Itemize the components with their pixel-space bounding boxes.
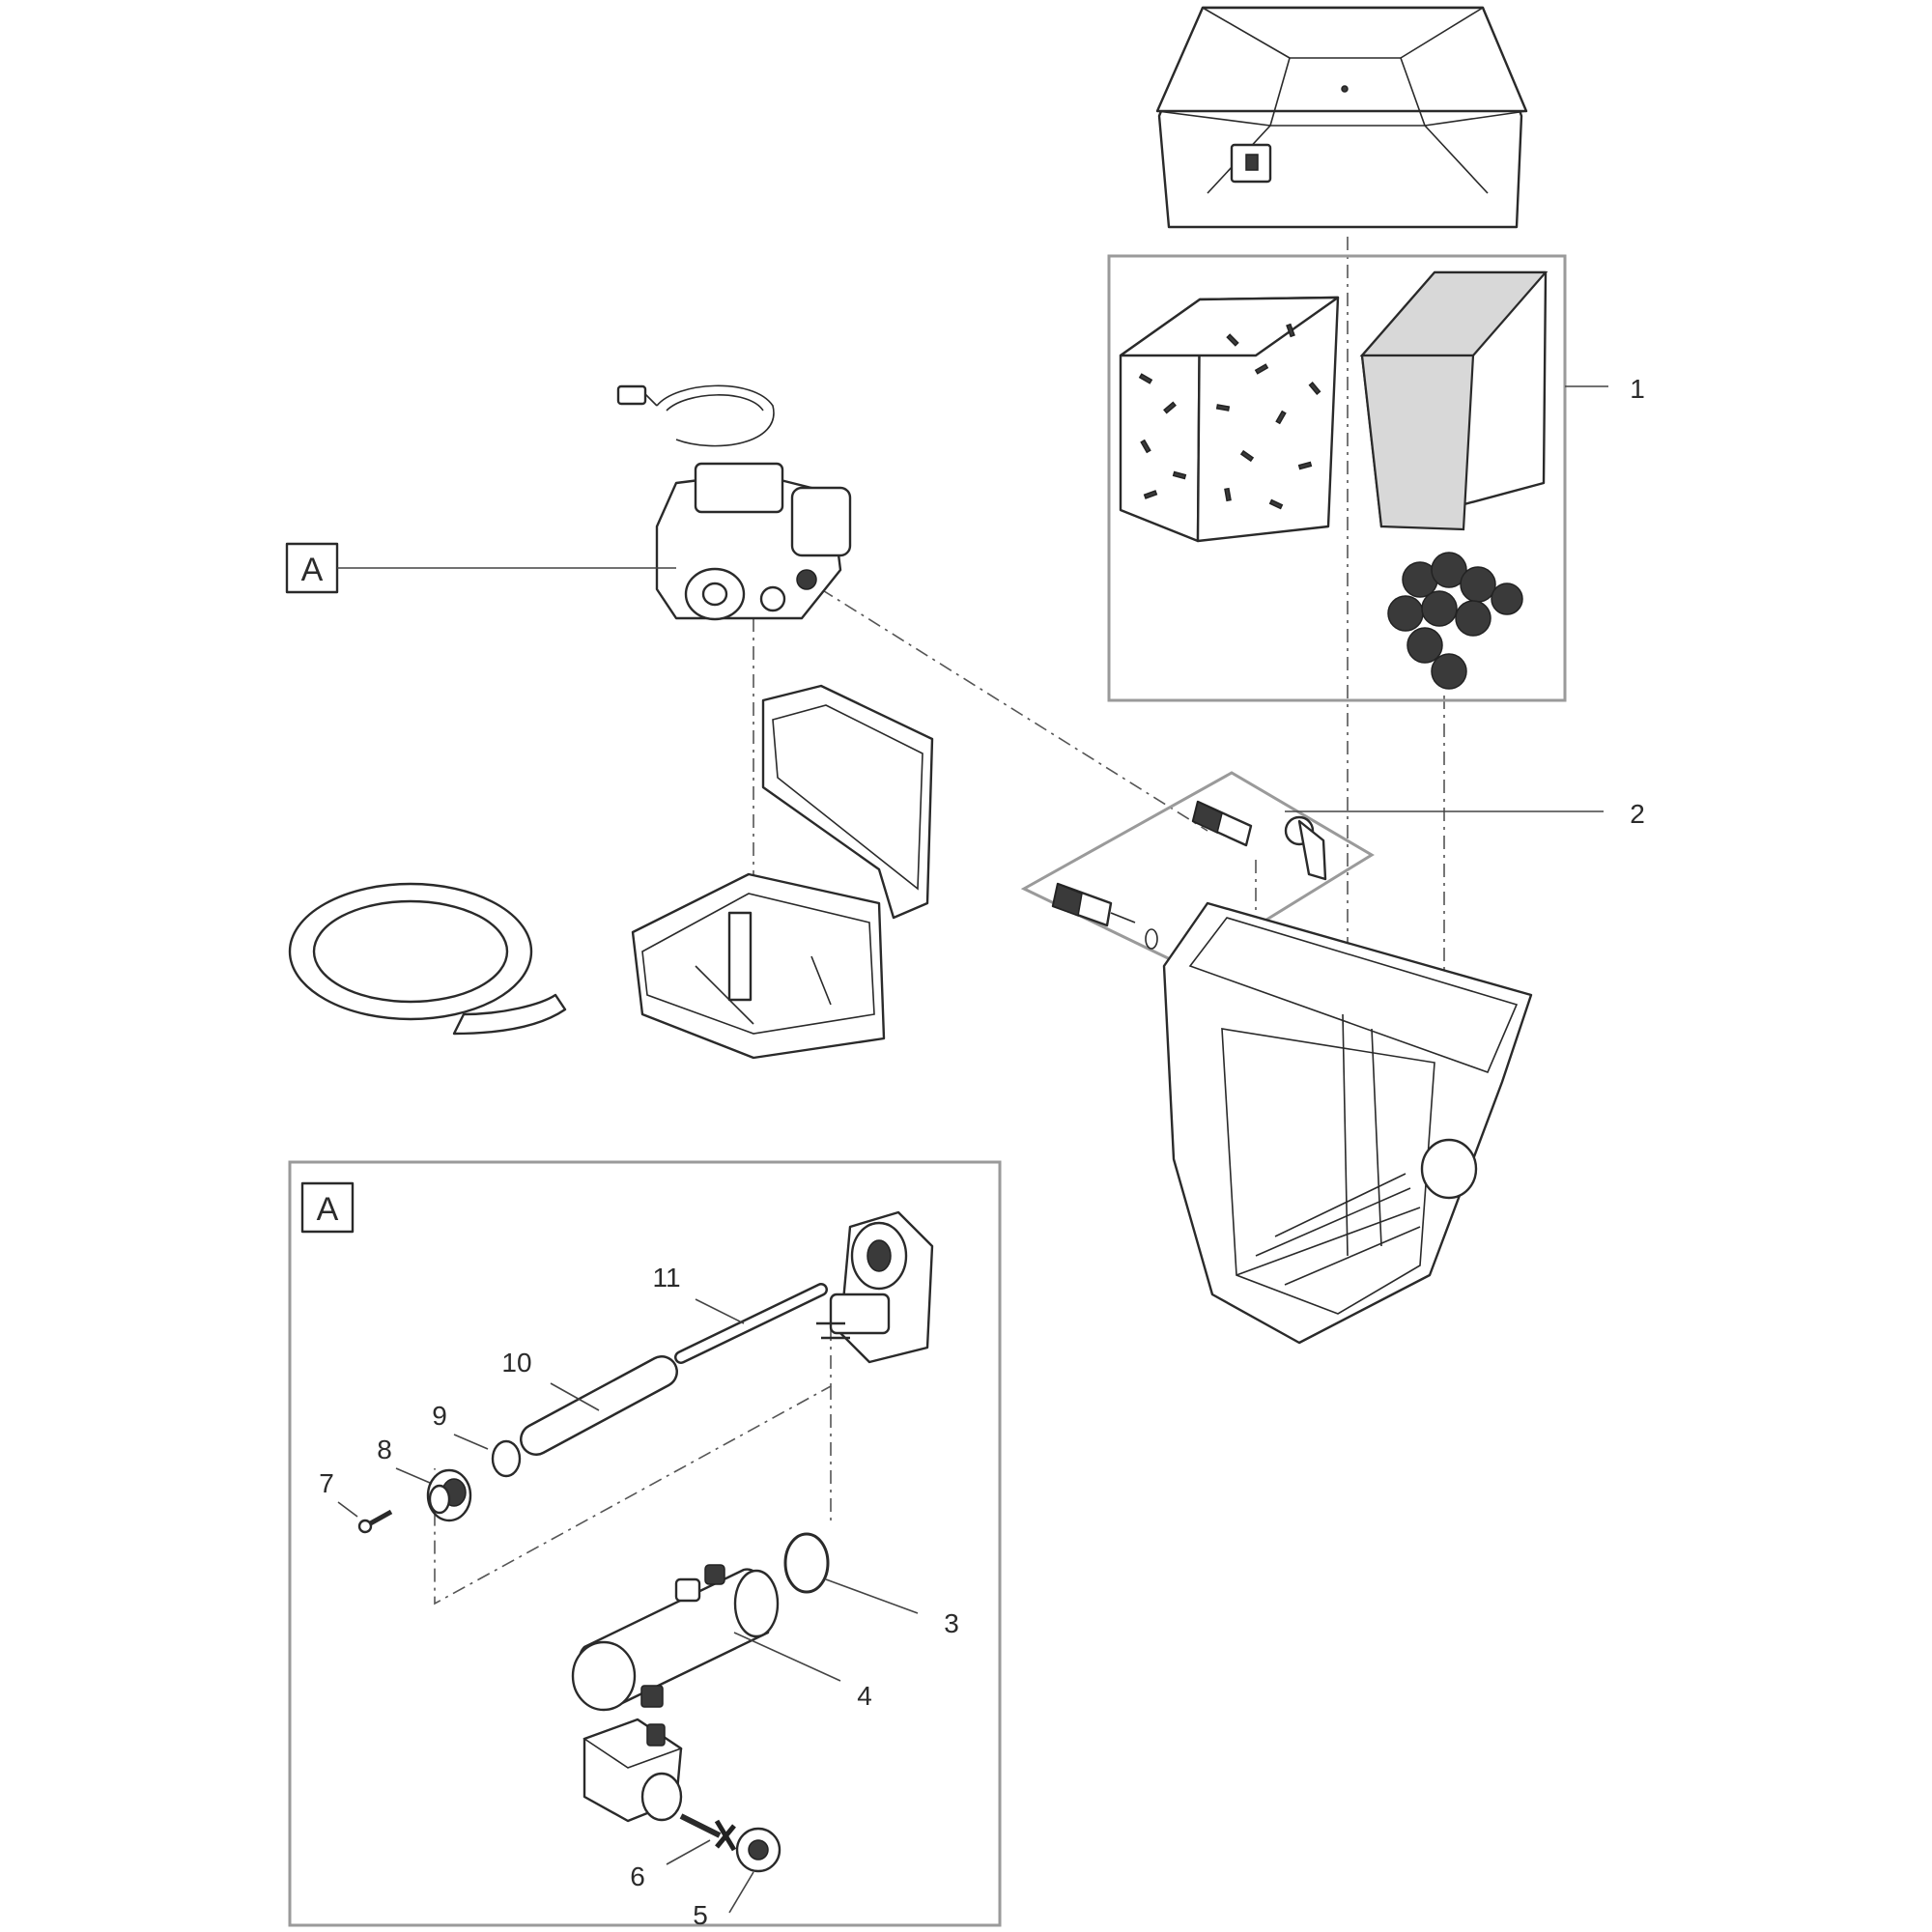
num-8-label: 8 (377, 1435, 392, 1464)
union-nut (426, 1468, 472, 1522)
num-10-label: 10 (501, 1348, 531, 1378)
filter-lid (1155, 6, 1528, 229)
uv-clarifier-unit (616, 384, 852, 621)
kit-1-frame (1107, 254, 1567, 702)
num-2-label: 2 (1630, 799, 1645, 829)
o-ring-large (783, 1532, 830, 1594)
num-4-label: 4 (857, 1681, 872, 1711)
o-ring-small (491, 1439, 522, 1478)
part-number-11: 11 (652, 1263, 745, 1324)
filter-housing (1162, 901, 1533, 1345)
part-number-2: 2 (1285, 799, 1645, 829)
pump-unit (582, 1718, 683, 1823)
callout-a-main: A (285, 542, 676, 594)
part-number-8: 8 (377, 1435, 431, 1484)
num-1-label: 1 (1630, 374, 1645, 404)
num-9-label: 9 (432, 1401, 447, 1431)
filter-sponge-coarse (1119, 296, 1340, 543)
filter-media-rings (1387, 552, 1523, 690)
num-11-label: 11 (652, 1263, 680, 1293)
quartz-tube (520, 1355, 678, 1456)
screw (357, 1509, 393, 1534)
part-number-3: 3 (825, 1578, 959, 1638)
part-number-9: 9 (432, 1401, 489, 1450)
uvc-housing (571, 1564, 780, 1712)
part-number-4: 4 (733, 1632, 872, 1711)
impeller-cover (735, 1827, 781, 1873)
pump-housing (631, 684, 934, 1060)
impeller (679, 1813, 737, 1852)
part-number-5: 5 (693, 1871, 754, 1930)
num-5-label: 5 (693, 1900, 708, 1930)
part-number-1: 1 (1565, 374, 1645, 404)
num-6-label: 6 (630, 1861, 645, 1891)
part-number-10: 10 (501, 1348, 600, 1411)
callout-a-inset: A (300, 1181, 355, 1234)
num-7-label: 7 (319, 1468, 334, 1498)
uv-lamp-ballast (674, 1210, 934, 1364)
part-number-6: 6 (630, 1839, 711, 1891)
num-3-label: 3 (944, 1608, 959, 1638)
kit-2-frame (1020, 771, 1375, 970)
callout-a-inset-label: A (317, 1191, 339, 1228)
part-number-7: 7 (319, 1468, 358, 1518)
hose-connectors (1051, 800, 1327, 950)
callout-a-main-label: A (301, 552, 324, 588)
filter-sponge-fine (1359, 270, 1548, 531)
coiled-hose (288, 882, 567, 1036)
inset-a-frame (288, 1160, 1002, 1927)
